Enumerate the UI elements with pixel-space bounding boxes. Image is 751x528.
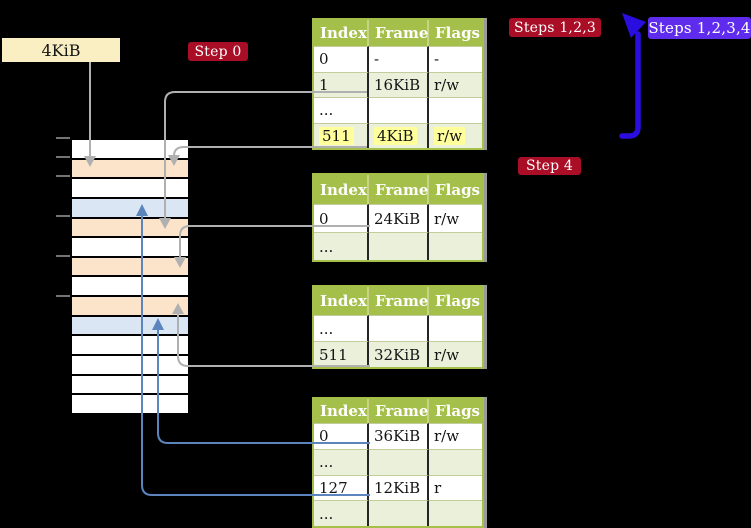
table-cell: ... <box>314 97 369 123</box>
table-cell: 36KiB <box>369 423 429 449</box>
table-cell: 16KiB <box>369 71 429 97</box>
table-cell: 511 <box>314 341 369 367</box>
table-cell: 0 <box>314 46 369 72</box>
physical-memory-column <box>70 138 190 415</box>
highlighted-cell-text: 511 <box>319 126 354 145</box>
table-cell: - <box>369 46 429 72</box>
table-cell: - <box>429 46 482 72</box>
table-cell <box>429 97 482 123</box>
memory-row-white <box>72 140 188 158</box>
column-header-flags: Flags <box>429 20 482 46</box>
frame-size-label: 4KiB <box>2 38 120 62</box>
table-cell: r/w <box>429 204 482 232</box>
table-cell: r/w <box>429 341 482 367</box>
memory-row-white <box>72 177 188 197</box>
column-header-frame: Frame <box>369 399 429 423</box>
table-cell <box>429 315 482 341</box>
memory-row-peach <box>72 216 188 237</box>
table-cell: 0 <box>314 423 369 449</box>
column-header-frame: Frame <box>369 175 429 204</box>
memory-row-blue <box>72 196 188 217</box>
arrow-loop-up-head <box>622 13 646 38</box>
badge-steps-1-2-3: Steps 1,2,3 <box>509 18 601 37</box>
table-cell <box>369 315 429 341</box>
column-header-frame: Frame <box>369 20 429 46</box>
column-header-frame: Frame <box>369 287 429 315</box>
table-cell: 0 <box>314 204 369 232</box>
table-cell: 1 <box>314 71 369 97</box>
table-cell: 4KiB <box>369 122 429 148</box>
column-header-index: Index <box>314 175 369 204</box>
table-cell: r/w <box>429 423 482 449</box>
memory-row-peach <box>72 157 188 178</box>
badge-step-4: Step 4 <box>518 157 581 175</box>
table-cell: 32KiB <box>369 341 429 367</box>
memory-row-white <box>72 354 188 374</box>
table-cell <box>369 500 429 526</box>
badge-step-0: Step 0 <box>188 42 248 61</box>
memory-row-white <box>72 393 188 413</box>
column-header-flags: Flags <box>429 175 482 204</box>
table-cell: 12KiB <box>369 474 429 501</box>
table-cell: ... <box>314 315 369 341</box>
table-cell: r/w <box>429 71 482 97</box>
column-header-index: Index <box>314 399 369 423</box>
highlighted-cell-text: r/w <box>434 126 466 145</box>
table-cell: 511 <box>314 122 369 148</box>
memory-row-white <box>72 334 188 355</box>
memory-row-blue <box>72 314 188 335</box>
table-cell: ... <box>314 448 369 475</box>
highlighted-cell-text: 4KiB <box>374 126 417 145</box>
table-cell <box>369 232 429 260</box>
table-cell <box>369 448 429 475</box>
table-cell <box>429 500 482 526</box>
table-cell <box>429 232 482 260</box>
memory-row-white <box>72 373 188 394</box>
table-cell <box>369 97 429 123</box>
column-header-index: Index <box>314 20 369 46</box>
badge-steps-1-2-3-4: Steps 1,2,3,4 <box>648 17 751 39</box>
table-cell: ... <box>314 232 369 260</box>
table-cell: r <box>429 474 482 501</box>
arrow-loop-up-line <box>619 31 641 139</box>
table-cell <box>429 448 482 475</box>
table-cell: 127 <box>314 474 369 501</box>
table-cell: 24KiB <box>369 204 429 232</box>
table-cell: ... <box>314 500 369 526</box>
memory-row-peach <box>72 255 188 276</box>
memory-row-white <box>72 275 188 296</box>
column-header-index: Index <box>314 287 369 315</box>
memory-address-ticks <box>56 137 70 297</box>
memory-row-white <box>72 236 188 256</box>
table-cell: r/w <box>429 122 482 148</box>
memory-row-peach <box>72 295 188 315</box>
column-header-flags: Flags <box>429 399 482 423</box>
column-header-flags: Flags <box>429 287 482 315</box>
